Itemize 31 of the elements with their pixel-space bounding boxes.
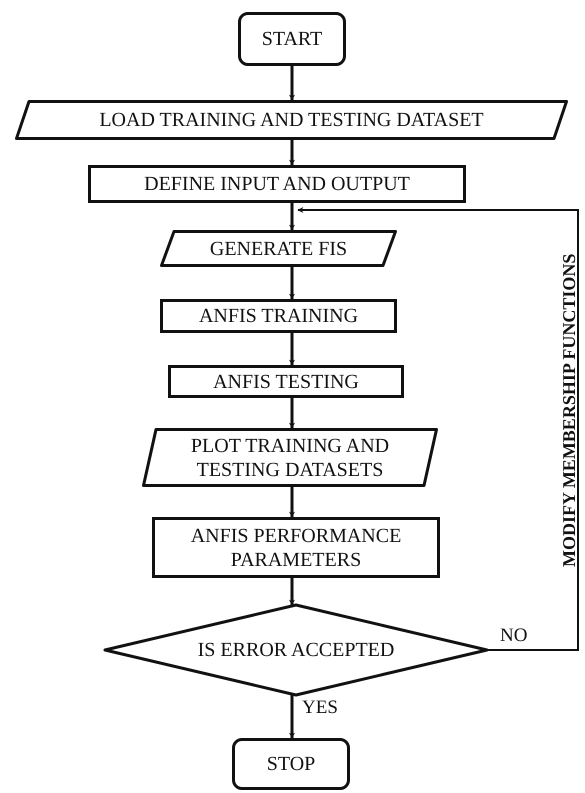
arrow <box>289 333 295 366</box>
arrow <box>289 578 295 606</box>
arrow <box>289 267 295 300</box>
node-label: IS ERROR ACCEPTED <box>196 638 396 662</box>
arrow <box>297 207 579 651</box>
node-label: START <box>260 27 324 51</box>
arrow <box>289 140 295 166</box>
arrow <box>289 695 295 739</box>
process-box <box>88 165 466 203</box>
data-parallelogram <box>142 428 438 487</box>
node-label: ANFIS PERFORMANCE PARAMETERS <box>190 524 402 572</box>
loop-label: MODIFY MEMBERSHIP FUNCTIONS <box>558 252 580 569</box>
process-box <box>160 299 397 333</box>
process-box <box>152 517 440 578</box>
arrow <box>289 203 295 231</box>
node-label: ANFIS TESTING <box>212 370 360 394</box>
node-label: STOP <box>266 752 316 776</box>
arrow <box>289 66 295 101</box>
node-label: PLOT TRAINING AND TESTING DATASETS <box>190 434 390 482</box>
node-label: DEFINE INPUT AND OUTPUT <box>143 172 411 196</box>
terminal-box <box>232 738 350 790</box>
node-label: GENERATE FIS <box>208 236 348 260</box>
process-box <box>168 365 404 398</box>
arrow <box>289 487 295 518</box>
data-parallelogram <box>160 230 397 267</box>
arrow <box>289 398 295 429</box>
node-label: ANFIS TRAINING <box>198 304 360 328</box>
node-label: LOAD TRAINING AND TESTING DATASET <box>98 108 485 132</box>
terminal-box <box>238 12 346 66</box>
data-parallelogram <box>15 100 568 140</box>
decision-diamond <box>105 605 487 695</box>
